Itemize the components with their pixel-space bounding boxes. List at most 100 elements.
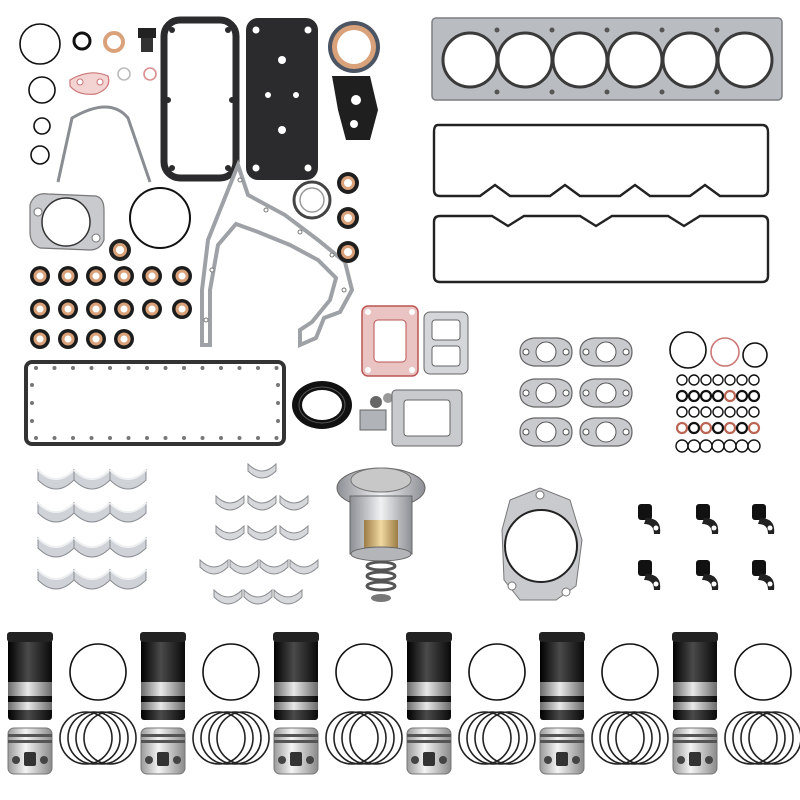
o-ring: [748, 374, 760, 386]
exhaust-outlet-gasket: [361, 305, 419, 377]
piston-ring-set: [724, 711, 800, 765]
lip-seal: [30, 299, 50, 319]
o-ring: [747, 439, 761, 453]
o-ring: [687, 421, 701, 435]
bearing-shell: [109, 501, 147, 523]
o-ring-set-top-left: [19, 23, 157, 165]
oil-cooler-gasket-right: [246, 18, 318, 180]
liner-o-ring: [601, 643, 659, 701]
o-ring: [675, 439, 689, 453]
o-ring: [735, 421, 749, 435]
lip-seal: [142, 266, 162, 286]
piston-ring-set: [458, 711, 536, 765]
o-ring: [712, 374, 724, 386]
piston: [672, 727, 718, 775]
bearing-shell: [259, 558, 289, 575]
turbo-outlet-gasket: [391, 389, 463, 447]
valve-stem-seal-grid: [30, 266, 192, 349]
o-ring: [711, 389, 725, 403]
exhaust-port-gasket: [579, 378, 633, 408]
large-o-ring: [129, 187, 191, 249]
o-ring: [675, 421, 689, 435]
bearing-shell: [109, 568, 147, 590]
bearing-shell: [229, 558, 259, 575]
liner-o-ring: [202, 643, 260, 701]
injector-seal: [696, 504, 719, 534]
water-pump-gasket: [501, 487, 583, 601]
lip-seal: [114, 299, 134, 319]
piston-ring-set: [192, 711, 270, 765]
o-ring: [723, 439, 737, 453]
lip-seal: [172, 266, 192, 286]
bearing-shell: [213, 588, 243, 605]
o-ring: [687, 389, 701, 403]
o-ring: [711, 421, 725, 435]
cylinder-liner: [406, 632, 452, 720]
rear-cover-gasket: [56, 105, 152, 183]
bearing-shell: [273, 588, 303, 605]
piston: [539, 727, 585, 775]
bearing-shell: [215, 524, 245, 541]
exhaust-port-gasket: [519, 417, 573, 447]
o-ring: [700, 374, 712, 386]
piston: [140, 727, 186, 775]
injector-seal: [638, 504, 661, 534]
o-ring: [699, 439, 713, 453]
bracket-gasket: [332, 76, 378, 140]
bearing-shell: [73, 536, 111, 558]
piston-ring-set: [59, 711, 137, 765]
bearing-shell: [289, 558, 319, 575]
injector-seal: [696, 560, 719, 590]
o-ring-assortment: [669, 331, 768, 453]
water-inlet-gasket: [292, 180, 332, 220]
main-bearing-shells: [37, 468, 147, 590]
exhaust-port-gasket: [579, 337, 633, 367]
gear-housing-gasket: [200, 159, 355, 349]
bearing-shell: [37, 468, 75, 490]
exhaust-port-gasket: [519, 378, 573, 408]
bearing-shell: [199, 558, 229, 575]
cylinder-liner: [7, 632, 53, 720]
cylinder-liner: [273, 632, 319, 720]
lip-seal: [30, 266, 50, 286]
o-ring: [676, 374, 688, 386]
o-ring: [735, 389, 749, 403]
lip-seal: [86, 299, 106, 319]
turbo-mount-gasket: [423, 311, 469, 375]
o-ring: [736, 406, 748, 418]
bearing-shell: [37, 536, 75, 558]
valve-cover-gasket-upper: [432, 123, 770, 198]
lip-seal: [58, 329, 78, 349]
o-ring: [712, 406, 724, 418]
valve-cover-gasket-lower: [432, 214, 770, 284]
rod-bearing-shells: [199, 462, 319, 605]
small-banjo-seals: [359, 393, 393, 431]
o-ring: [699, 421, 713, 435]
lip-seal: [58, 299, 78, 319]
exhaust-port-gasket: [519, 337, 573, 367]
drain-plug: [138, 28, 156, 52]
o-ring: [724, 374, 736, 386]
o-ring: [748, 406, 760, 418]
o-ring: [687, 439, 701, 453]
bearing-shell: [109, 536, 147, 558]
piston-ring-set: [591, 711, 669, 765]
cylinder-kit-row: [7, 632, 800, 775]
rear-main-seal: [292, 381, 352, 429]
small-lip-seal: [109, 239, 131, 261]
o-ring: [747, 421, 761, 435]
thermostat: [336, 467, 426, 602]
bearing-shell: [215, 494, 245, 511]
o-ring: [723, 389, 737, 403]
liner-o-ring: [69, 643, 127, 701]
piston: [273, 727, 319, 775]
piston: [7, 727, 53, 775]
o-ring: [675, 389, 689, 403]
bearing-shell: [279, 494, 309, 511]
o-ring: [724, 406, 736, 418]
gear-housing-gasket-holes: [203, 177, 347, 323]
lip-seal: [30, 329, 50, 349]
cylinder-head-gasket: [431, 17, 783, 101]
liner-o-ring: [468, 643, 526, 701]
